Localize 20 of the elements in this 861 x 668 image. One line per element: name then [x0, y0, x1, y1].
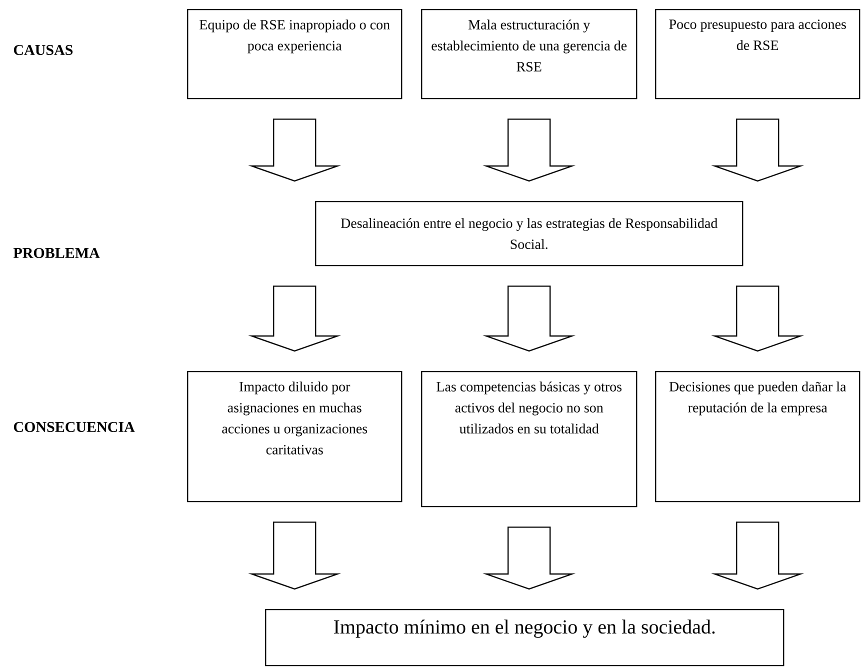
text-box: Desalineación entre el negocio y las estrategias de Responsabilidad Social.	[315, 200, 744, 266]
block-arrow	[711, 118, 804, 182]
text-box: Mala estructuración y establecimiento de una gerencia de RSE	[421, 8, 638, 100]
text-box: Poco presupuesto para acciones de RSE	[655, 8, 860, 100]
text-box: Impacto mínimo en el negocio y en la sociedad.	[265, 608, 784, 666]
block-arrow	[248, 286, 342, 352]
text-box: Equipo de RSE inapropiado o con poca experiencia	[187, 8, 402, 100]
text-box: Decisiones que pueden dañar la reputación de la empresa	[655, 370, 860, 502]
section-label: PROBLEMA	[13, 248, 100, 258]
block-arrow	[248, 118, 342, 182]
block-arrow	[711, 286, 804, 352]
block-arrow	[482, 526, 576, 590]
text-box: Las competencias básicas y otros activos del negocio no son utilizados en su totalidad	[421, 370, 638, 508]
text-box: Impacto diluido por asignaciones en muchas acciones u organizaciones caritativas	[187, 370, 402, 502]
section-label: CONSECUENCIA	[14, 422, 135, 432]
block-arrow	[711, 522, 804, 590]
block-arrow	[482, 118, 576, 182]
section-label: CAUSAS	[14, 44, 73, 56]
block-arrow	[248, 522, 342, 590]
block-arrow	[482, 286, 576, 352]
